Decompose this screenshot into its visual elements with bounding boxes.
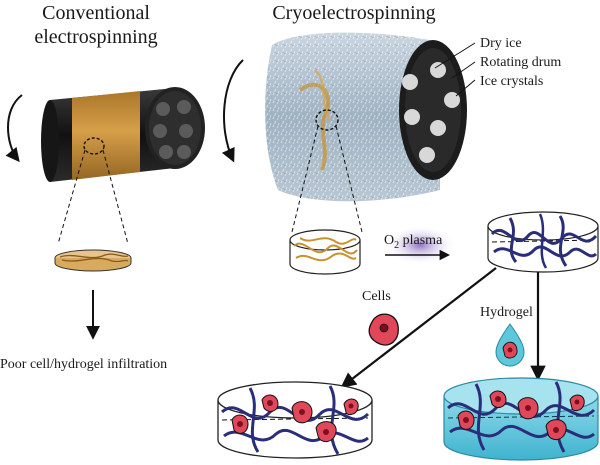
label-rotating-drum: Rotating drum xyxy=(480,55,561,70)
label-o2-plasma: O2 plasma xyxy=(384,233,443,251)
cryo-scaffold-dish xyxy=(289,229,361,275)
title-conventional-line2: electrospinning xyxy=(34,26,157,48)
rotation-arrow-icon xyxy=(5,94,23,163)
cryo-rotation-arrow-icon xyxy=(221,59,244,163)
title-cryo: Cryoelectrospinning xyxy=(272,2,435,24)
plasma-treatment: O2 plasma xyxy=(384,225,456,265)
label-poor-infiltration: Poor cell/hydrogel infiltration xyxy=(0,357,167,372)
label-cells: Cells xyxy=(362,289,391,304)
cryo-drum xyxy=(221,32,476,233)
treated-scaffold-dish xyxy=(487,211,599,273)
label-hydrogel: Hydrogel xyxy=(480,305,533,320)
label-dry-ice: Dry ice xyxy=(480,36,522,51)
conventional-scaffold-dish xyxy=(54,249,132,272)
hydrogel-droplet-icon xyxy=(495,323,525,367)
cell-icon xyxy=(368,313,399,346)
hydrogel-scaffold xyxy=(443,377,599,461)
conventional-drum xyxy=(5,87,205,245)
arrow-to-cell-scaffold-icon xyxy=(340,267,497,388)
label-ice-crystals: Ice crystals xyxy=(480,74,543,89)
cell-seeded-scaffold xyxy=(217,381,373,459)
title-conventional-line1: Conventional xyxy=(42,2,150,24)
